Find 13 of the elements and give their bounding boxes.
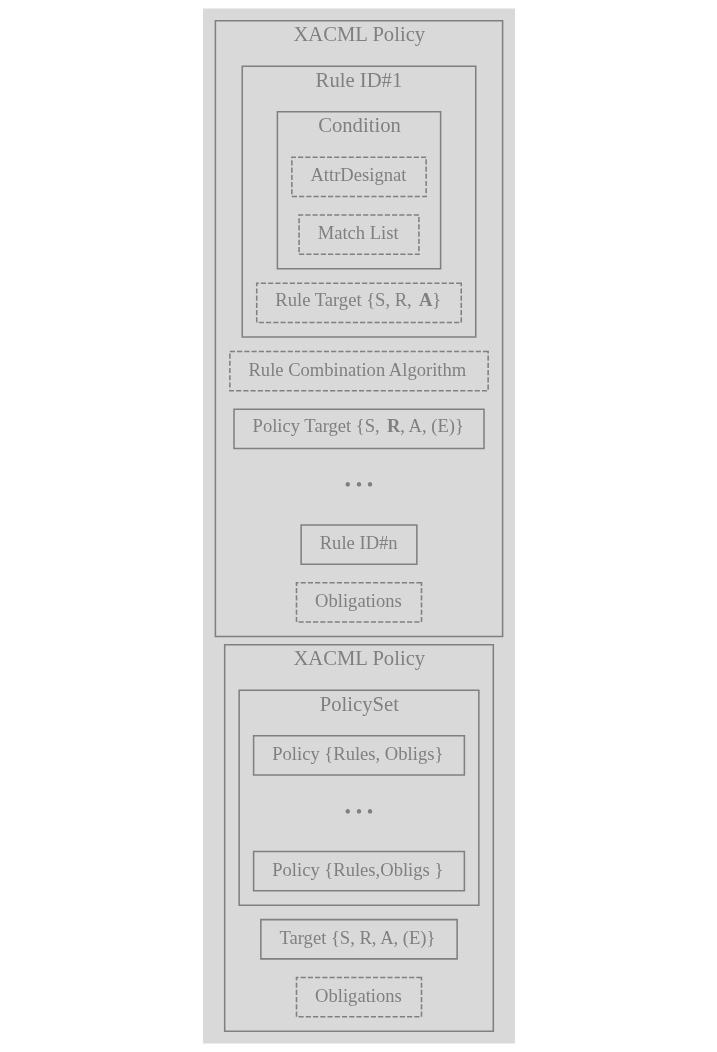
node-box: Policy {Rules, Obligs} [252,734,465,776]
node-box: Match List [297,214,420,256]
node-box: Policy {Rules,Obligs } [252,850,465,892]
node-box: Policy Target {S, R, A, (E)} [232,408,485,450]
node-box: Obligations [295,582,422,623]
node-box: AttrDesignat [290,156,427,198]
label: • • • [344,800,373,822]
node-box: Target {S, R, A, (E)} [259,918,458,960]
node-box: Obligations [295,976,422,1018]
node-box: Rule ID#n [299,524,418,565]
label: • • • [344,474,373,496]
node-box: Rule Target {S, R, A} [255,282,462,324]
node-box: Rule Combination Algorithm [228,350,489,392]
